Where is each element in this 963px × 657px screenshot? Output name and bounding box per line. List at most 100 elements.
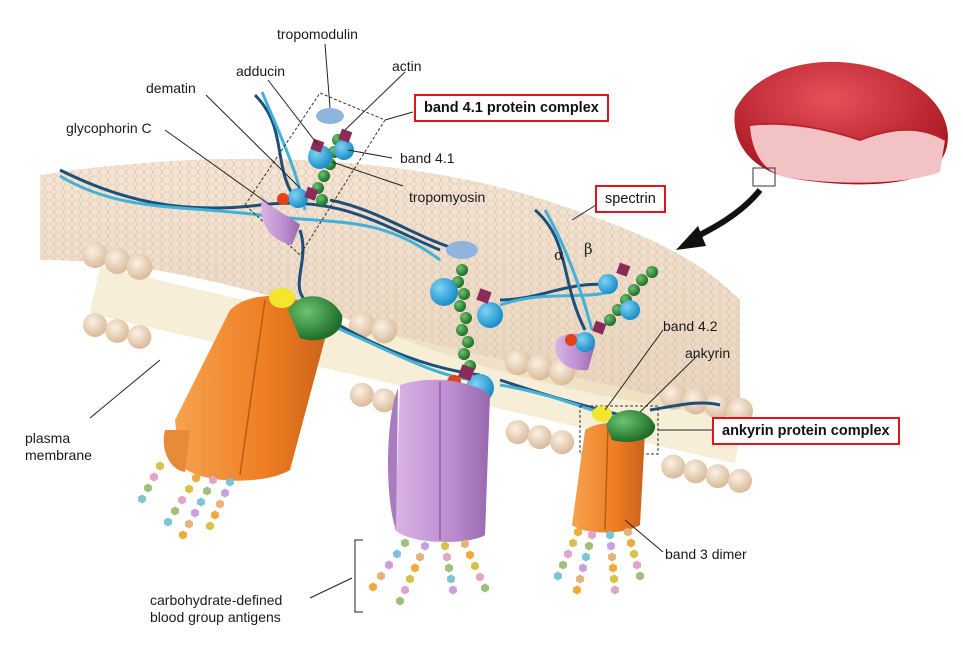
sugar-residue (221, 488, 229, 498)
sugar-residue (471, 561, 479, 571)
sugar-residue (633, 560, 641, 570)
sugar-residue (606, 530, 614, 540)
sugar-residue (209, 475, 217, 485)
red-blood-cell (734, 61, 948, 187)
sugar-residue (150, 472, 158, 482)
phospholipid-head (550, 430, 575, 455)
actin-filament-middle (452, 264, 476, 372)
sugar-residue (588, 530, 596, 540)
label-actin: actin (392, 58, 422, 74)
phospholipid-head (105, 318, 130, 343)
label-band-4-1: band 4.1 (400, 150, 455, 166)
sugar-residue (197, 497, 205, 507)
sugar-residue (377, 571, 385, 581)
label-beta: β (584, 240, 593, 258)
sugar-residue (216, 499, 224, 509)
sugar-residue (564, 549, 572, 559)
phospholipid-head (683, 459, 708, 484)
sugar-residue (582, 552, 590, 562)
sugar-residue (226, 477, 234, 487)
sugar-residue (611, 585, 619, 595)
junctional-complex-top (261, 108, 354, 245)
sugar-residue (447, 574, 455, 584)
sugar-residue (191, 508, 199, 518)
phospholipid-head (505, 420, 530, 445)
sugar-residue (206, 521, 214, 531)
phospholipid-head (83, 313, 107, 337)
phospholipid-head (661, 454, 686, 479)
phospholipid-head (728, 468, 752, 493)
label-band-3-dimer: band 3 dimer (665, 546, 747, 562)
sugar-residue (576, 574, 584, 584)
sugar-residue (179, 530, 187, 540)
label-tropomodulin: tropomodulin (277, 26, 358, 42)
sugar-residue (610, 574, 618, 584)
sugar-residue (211, 510, 219, 520)
junctional-complex-right (555, 262, 658, 371)
phospholipid-head (348, 311, 375, 338)
sugar-residue (401, 538, 409, 548)
leader-lines (89, 43, 712, 613)
sugar-residue (569, 538, 577, 548)
phospholipid-head (82, 242, 108, 268)
phospholipid-head (104, 247, 131, 274)
phospholipid-head (349, 382, 374, 407)
sugar-residue (185, 519, 193, 529)
sugar-residue (401, 585, 409, 595)
sugar-residue (627, 538, 635, 548)
phospholipid-head (660, 383, 687, 410)
label-dematin: dematin (146, 80, 196, 96)
label-plasma-membrane: plasma membrane (25, 430, 92, 464)
sugar-residue (144, 483, 152, 493)
phospholipid-head (682, 388, 709, 415)
glycophorin-transmembrane (387, 379, 490, 542)
carbohydrate-chains (138, 461, 644, 606)
label-band-4-2: band 4.2 (663, 318, 718, 334)
phospholipid-head (526, 354, 553, 381)
sugar-residue (554, 571, 562, 581)
sugar-residue (203, 486, 211, 496)
phospholipid-head (371, 317, 398, 344)
sugar-residue (476, 572, 484, 582)
phospholipid-head (504, 349, 531, 376)
boxed-label-band-4-1-complex: band 4.1 protein complex (414, 94, 609, 122)
sugar-residue (406, 574, 414, 584)
phospholipid-head (705, 464, 730, 489)
phospholipid-head (527, 425, 552, 450)
sugar-residue (449, 585, 457, 595)
sugar-residue (385, 560, 393, 570)
label-tropomyosin: tropomyosin (409, 189, 486, 205)
sugar-residue (559, 560, 567, 570)
phospholipid-head (704, 393, 731, 420)
sugar-residue (636, 571, 644, 581)
phospholipid-head (372, 388, 397, 413)
sugar-residue (369, 582, 377, 592)
label-alpha: α (554, 246, 565, 264)
label-adducin: adducin (236, 63, 286, 79)
sugar-residue (585, 541, 593, 551)
boxed-label-ankyrin-complex: ankyrin protein complex (712, 417, 900, 445)
sugar-residue (185, 484, 193, 494)
sugar-residue (396, 596, 404, 606)
sugar-residue (416, 552, 424, 562)
sugar-residue (579, 563, 587, 573)
sugar-residue (609, 563, 617, 573)
sugar-residue (411, 563, 419, 573)
label-carbohydrate-line2: blood group antigens (150, 609, 281, 625)
label-plasma-membrane-line1: plasma (25, 430, 71, 446)
sugar-residue (573, 585, 581, 595)
sugar-residue (393, 549, 401, 559)
label-carbohydrate-line1: carbohydrate-defined (150, 592, 283, 608)
phospholipid-head (126, 253, 153, 280)
label-glycophorin-c: glycophorin C (66, 120, 152, 136)
zoom-arrow (676, 188, 763, 250)
boxed-label-spectrin: spectrin (595, 185, 666, 213)
sugar-residue (421, 541, 429, 551)
label-ankyrin: ankyrin (685, 345, 731, 361)
sugar-residue (461, 539, 469, 549)
band-3-large (163, 288, 343, 481)
sugar-residue (156, 461, 164, 471)
sugar-residue (171, 506, 179, 516)
sugar-residue (608, 552, 616, 562)
